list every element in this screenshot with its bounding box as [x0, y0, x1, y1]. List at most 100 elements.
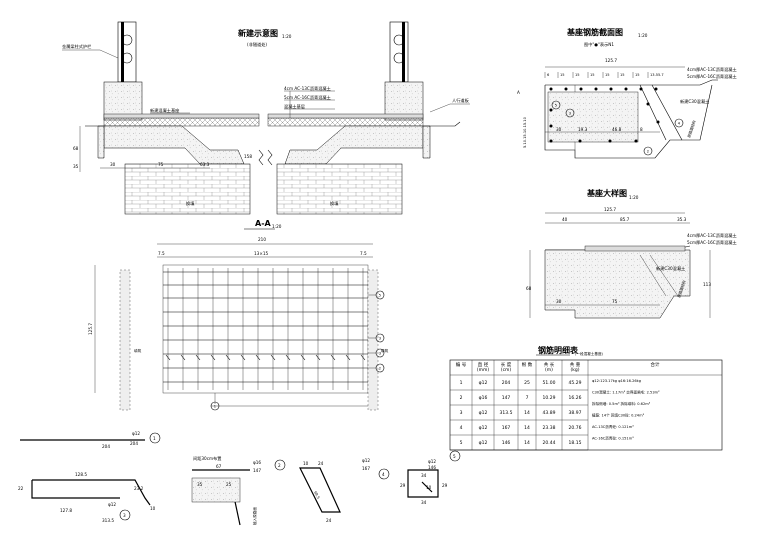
plan-13x15: 13×15 — [254, 251, 269, 256]
rebar-a: A — [517, 90, 520, 95]
table-header: (m) — [545, 367, 553, 373]
rebar-seg-label: 6 — [547, 73, 550, 77]
table-cell: 146 — [502, 440, 511, 446]
plan-view: A-A 1:20 210 7.5 13×15 7.5 填筑 填筑 125.7 5… — [88, 219, 389, 411]
existing-road-label: 原路面结构 — [686, 119, 696, 138]
plan-anchor — [300, 354, 306, 361]
plan-marker — [375, 348, 385, 358]
rebar-dot — [579, 87, 583, 91]
table-cell: 14 — [524, 440, 530, 446]
rebar-dot — [549, 139, 553, 143]
b5-10: 10 — [426, 485, 432, 490]
section-scale: 1:20 — [282, 34, 292, 39]
fill-left: 换填 — [186, 200, 194, 207]
table-cell: 2 — [460, 395, 463, 401]
table-cell: 20.76 — [569, 425, 582, 431]
rebar-b1: 19.3 — [578, 127, 588, 132]
table-cell: 204 — [502, 380, 511, 386]
plan-anchor — [330, 354, 336, 361]
table-cell: 3 — [460, 410, 463, 416]
plan-anchor — [270, 354, 276, 361]
plan-marker-label: 3 — [379, 351, 381, 355]
b2-embed: 植入原路面 — [252, 507, 257, 525]
b5-dia: φ12 — [428, 459, 436, 464]
table-header: 根 数 — [522, 361, 533, 368]
plan-fill-left: 填筑 — [134, 348, 142, 353]
plan-anchor — [285, 354, 291, 361]
detail-68: 68 — [526, 286, 532, 291]
b4-len: 167 — [362, 466, 370, 471]
rebar-marker-label: 3 — [569, 111, 571, 115]
plan-anchor — [240, 354, 246, 361]
rebar-dot — [564, 87, 568, 91]
section-view: 新建示意图 1:20 (非隧道处) 金属梁柱式护栏 — [62, 21, 470, 215]
table-cell: φ12 — [479, 440, 488, 446]
rebar-b0: 30 — [556, 127, 562, 132]
rebar-seg-label: 15 — [620, 73, 625, 77]
rebar-marker — [551, 100, 561, 110]
rebar-seg-label: 15 — [590, 73, 595, 77]
table-cell: 10.29 — [543, 395, 556, 401]
sidewalk-label: 人行道板 — [452, 97, 470, 104]
b4-24: 24 — [318, 461, 324, 466]
plan-210: 210 — [258, 237, 266, 242]
b3-len: 313.5 — [102, 518, 114, 523]
b4-10: 10 — [303, 461, 309, 466]
table-cell: 16.26 — [569, 395, 582, 401]
table-cell: φ16 — [479, 395, 488, 401]
table-cell: 167 — [502, 425, 511, 431]
table-cell: 4 — [460, 425, 463, 431]
b3-end: 10 — [150, 506, 156, 511]
b2-len: 147 — [253, 468, 261, 473]
rebar-marker — [674, 118, 684, 128]
rebar-dot — [578, 139, 582, 143]
b4-diag: 69.5 — [313, 491, 320, 500]
plan-marker — [375, 290, 385, 300]
table-total-line: 拆除侧墙: 0.5m³ 拆除填料: 0.62m³ — [592, 401, 651, 406]
dim-35: 35 — [73, 164, 79, 169]
plan-rebar-grid — [163, 268, 368, 390]
plan-marker-label: 5 — [379, 293, 381, 297]
rebar-scale: 1:20 — [638, 33, 648, 38]
table-cell: 23.38 — [543, 425, 556, 431]
rebar-dot — [639, 87, 643, 91]
detail-353: 35.3 — [677, 217, 687, 222]
table-cell: 14 — [524, 410, 530, 416]
rebar-seg-label: 15 — [575, 73, 580, 77]
rebar-dot — [594, 87, 598, 91]
rebar-layer2: 5cm厚AC-16C沥青混凝土 — [687, 73, 737, 80]
plan-fill-right: 填筑 — [381, 348, 389, 353]
table-cell: φ12 — [479, 380, 488, 386]
table-cell: 43.89 — [543, 410, 556, 416]
b3-left: 22 — [18, 486, 24, 491]
b3-right: 23.2 — [134, 486, 144, 491]
fill-right: 换填 — [330, 200, 338, 207]
plan-anchor — [315, 354, 321, 361]
layer3-label: 混凝土基层 — [284, 103, 305, 110]
table-total-line: φ12:123.17kg φ16:16.26kg — [592, 379, 641, 383]
plan-marker — [375, 333, 385, 343]
dim-68: 68 — [73, 146, 79, 151]
plan-anchor — [360, 354, 366, 361]
barrier-label: 金属梁柱式护栏 — [62, 43, 91, 50]
rebar-seg-label: 15 — [605, 73, 610, 77]
table-cell: 18.15 — [569, 440, 582, 446]
marker-5 — [449, 450, 461, 462]
table-total-line: AC-16C沥青砼: 0.151m³ — [592, 436, 634, 441]
plan-anchor — [225, 354, 231, 361]
detail-layer2: 5cm厚AC-16C沥青混凝土 — [687, 239, 737, 246]
rebar-marker — [565, 108, 575, 118]
rebar-marker-label: 2 — [647, 149, 649, 153]
rebar-dot — [608, 139, 612, 143]
table-cell: 313.5 — [500, 410, 513, 416]
rebar-b2: 46.8 — [612, 127, 622, 132]
detail-40: 40 — [562, 217, 568, 222]
layer1-label: 4cm AC-13C沥青混凝土 — [284, 85, 331, 92]
table-cell: 7 — [526, 395, 529, 401]
plan-marker-label: 1 — [214, 404, 216, 408]
marker-4 — [378, 468, 390, 480]
plan-marker-label: 3 — [379, 336, 381, 340]
b5-29a: 29 — [400, 483, 406, 488]
